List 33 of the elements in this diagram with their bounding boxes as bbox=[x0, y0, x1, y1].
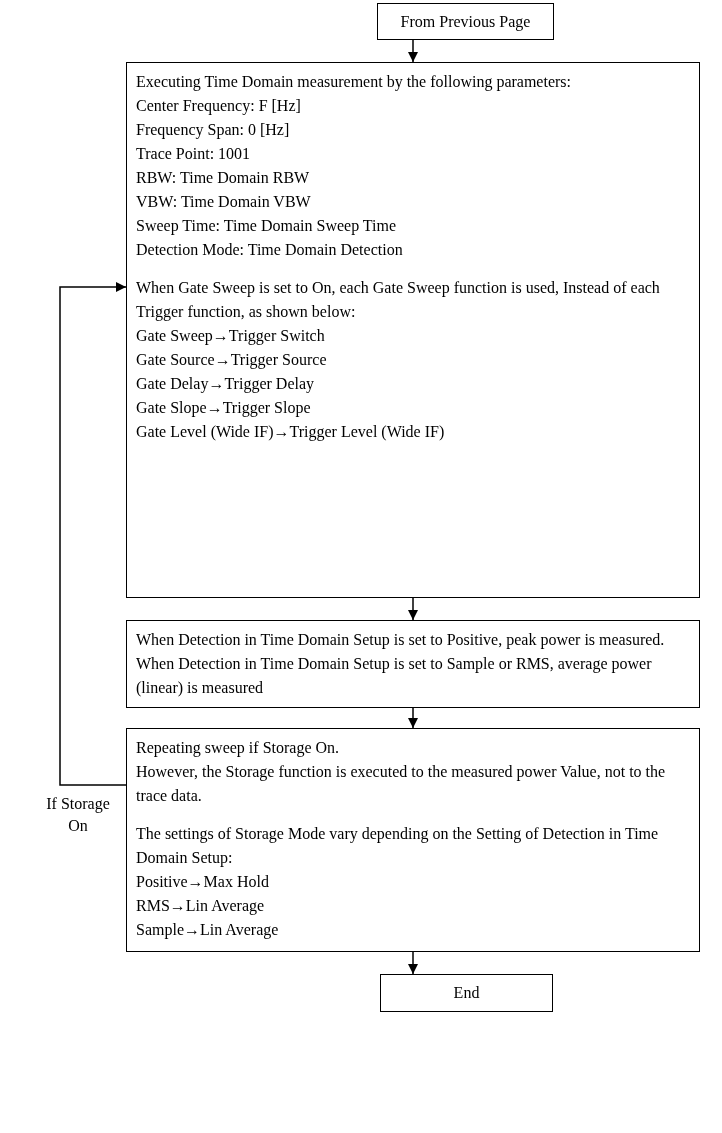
step-text: When Gate Sweep is set to On, each Gate Sweep function is used, Instead of each Trigger function, as shown below: bbox=[136, 278, 661, 323]
arrow bbox=[408, 707, 418, 729]
step-text: When Detection in Time Domain Setup is set to Positive, peak power is measured. When Detection in Time Domain Setup is set to Sample or RMS, average power (linear) is measured bbox=[136, 630, 666, 699]
step-text: Gate Source→Trigger Source bbox=[136, 350, 328, 371]
step-text: Sweep Time: Time Domain Sweep Time bbox=[136, 216, 398, 237]
step-text: Positive→Max Hold bbox=[136, 872, 270, 892]
step-text: Frequency Span: 0 [Hz] bbox=[136, 120, 291, 141]
step-text: Detection Mode: Time Domain Detection bbox=[136, 240, 404, 260]
step-text: Center Frequency: F [Hz] bbox=[136, 96, 302, 117]
step-text: However, the Storage function is executed to the measured power Value, not to the trace data. bbox=[136, 762, 667, 806]
step-text: Gate Level (Wide IF)→Trigger Level (Wide IF) bbox=[136, 422, 446, 443]
process-box bbox=[126, 620, 700, 708]
process-box bbox=[126, 62, 700, 598]
process-box bbox=[126, 728, 700, 952]
step-text: The settings of Storage Mode vary depending on the Setting of Detection in Time Domain Setup: bbox=[136, 824, 660, 869]
arrow bbox=[59, 282, 127, 786]
step-text: RBW: Time Domain RBW bbox=[136, 168, 311, 188]
step-text: End bbox=[452, 983, 481, 1003]
terminal-box bbox=[380, 974, 553, 1012]
step-text: Sample→Lin Average bbox=[136, 920, 280, 941]
step-text: From Previous Page bbox=[399, 12, 532, 33]
step-text: Repeating sweep if Storage On. bbox=[136, 738, 341, 759]
step-text: Gate Slope→Trigger Slope bbox=[136, 398, 312, 419]
step-text: RMS→Lin Average bbox=[136, 896, 266, 917]
step-text: Gate Sweep→Trigger Switch bbox=[136, 326, 326, 347]
arrow bbox=[408, 951, 418, 975]
step-text: Trace Point: 1001 bbox=[136, 144, 252, 164]
arrow bbox=[408, 39, 418, 63]
step-text: VBW: Time Domain VBW bbox=[136, 192, 312, 212]
arrow bbox=[408, 597, 418, 621]
terminal-box bbox=[377, 3, 554, 40]
step-text: Executing Time Domain measurement by the following parameters: bbox=[136, 72, 572, 93]
step-text: Gate Delay→Trigger Delay bbox=[136, 374, 316, 395]
